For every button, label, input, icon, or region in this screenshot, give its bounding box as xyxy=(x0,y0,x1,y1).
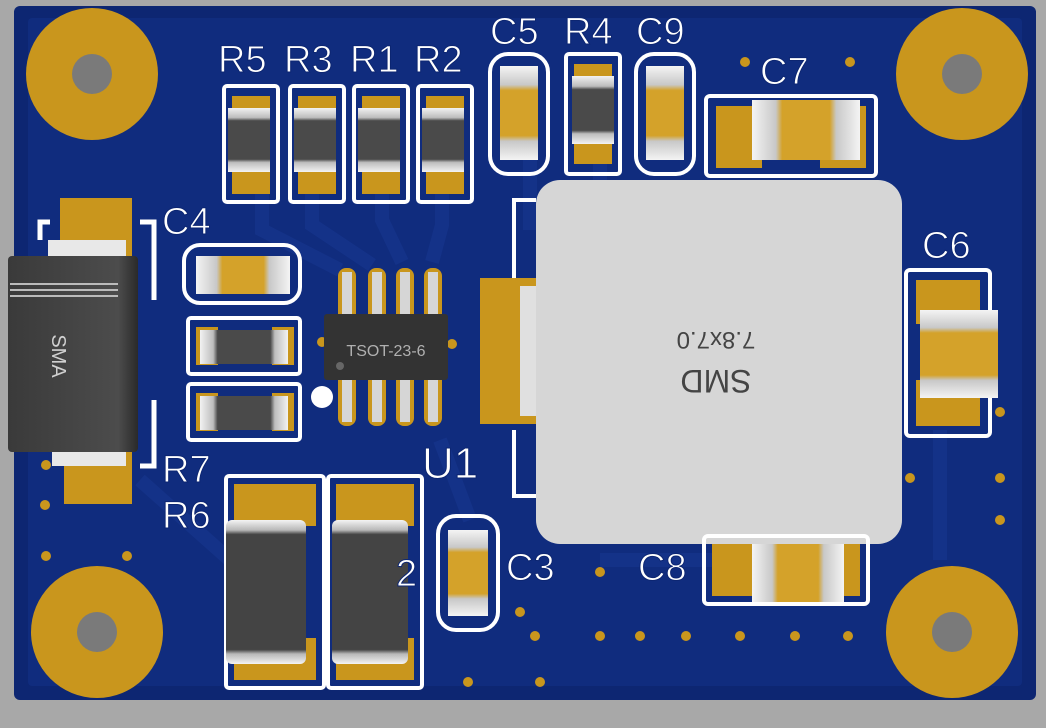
label-c7: C7 xyxy=(760,51,809,93)
label-r7: R7 xyxy=(162,449,211,491)
resistor-array xyxy=(222,84,474,204)
label-r5: R5 xyxy=(218,39,267,81)
label-c6: C6 xyxy=(922,225,971,267)
label-r1: R1 xyxy=(350,39,399,81)
diode-sma xyxy=(8,198,157,504)
inductor-label-line2: 7.8x7.0 xyxy=(677,326,756,353)
ic-package-label: TSOT-23-6 xyxy=(346,343,425,360)
label-c5: C5 xyxy=(490,11,539,53)
c8-capacitor xyxy=(702,534,870,606)
r6-r7-resistors xyxy=(224,474,424,690)
label-r6-partial: 2 xyxy=(396,553,417,595)
inductor-label-line1: SMD xyxy=(680,363,751,399)
label-r3: R3 xyxy=(284,39,333,81)
inductor-smd: SMD 7.8x7.0 xyxy=(480,180,902,544)
label-c4: C4 xyxy=(162,201,211,243)
label-c8: C8 xyxy=(638,547,687,589)
label-u1: U1 xyxy=(422,439,478,488)
label-c3: C3 xyxy=(506,547,555,589)
mounting-hole-bottom-left xyxy=(31,566,163,698)
label-c9: C9 xyxy=(636,11,685,53)
c7-capacitor xyxy=(704,94,878,178)
vias xyxy=(40,57,1005,687)
diode-package-label: SMA xyxy=(47,334,69,378)
c5-r4-c9-group xyxy=(488,52,696,176)
label-r6: R6 xyxy=(162,495,211,537)
c6-capacitor xyxy=(904,268,998,438)
mounting-hole-top-left xyxy=(26,8,158,140)
label-r2: R2 xyxy=(414,39,463,81)
label-r4: R4 xyxy=(564,11,613,53)
c3-capacitor xyxy=(436,514,500,632)
c4-group xyxy=(182,243,302,442)
u1-ic: TSOT-23-6 xyxy=(311,268,448,426)
silkscreen-labels: R5 R3 R1 R2 C5 R4 C9 C7 C4 C6 R7 R6 U1 C… xyxy=(162,11,972,596)
mounting-hole-top-right xyxy=(896,8,1028,140)
mounting-hole-bottom-right xyxy=(886,566,1018,698)
